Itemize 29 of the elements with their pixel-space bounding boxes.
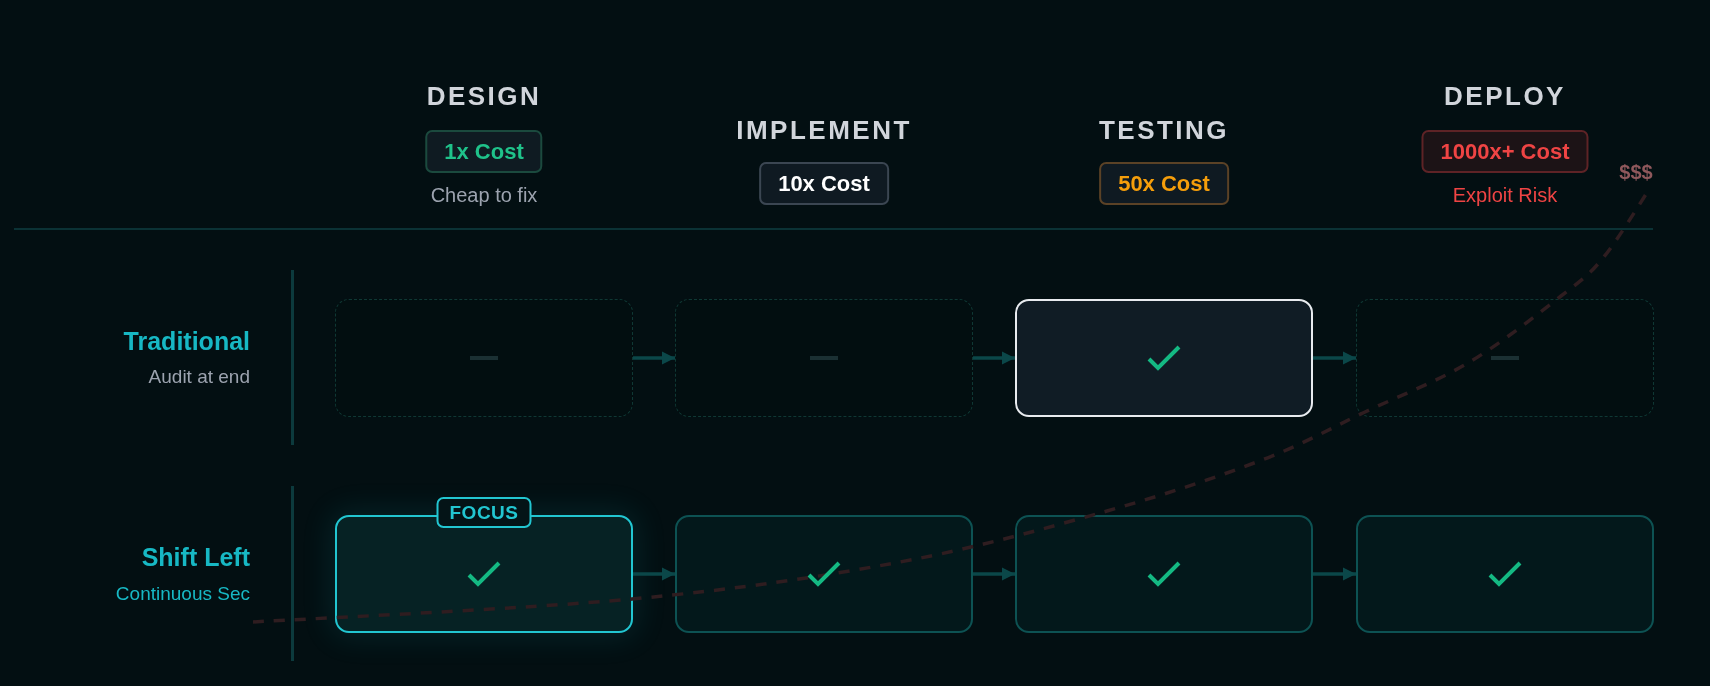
arrow <box>973 351 1015 365</box>
stage-card <box>1015 299 1313 417</box>
column-heading: DEPLOY <box>1444 81 1566 111</box>
focus-tag: FOCUS <box>436 497 532 528</box>
cost-badge: 50x Cost <box>1099 162 1229 205</box>
stage-card <box>675 515 973 633</box>
arrow <box>633 567 675 581</box>
row-title: Traditional <box>123 326 250 356</box>
stage-card <box>335 299 633 417</box>
arrow <box>633 351 675 365</box>
stage-card <box>1015 515 1313 633</box>
column-heading: DESIGN <box>426 81 542 111</box>
arrow <box>1313 351 1356 365</box>
stage-card <box>1356 515 1654 633</box>
arrow <box>1313 567 1356 581</box>
column-heading: IMPLEMENT <box>736 115 912 145</box>
cost-badge: 1000x+ Cost <box>1421 130 1589 173</box>
row-subtitle: Audit at end <box>148 365 250 389</box>
row-title: Shift Left <box>141 542 250 572</box>
stage-card <box>675 299 973 417</box>
cost-note: Exploit Risk <box>1452 183 1558 207</box>
column-heading: TESTING <box>1098 115 1230 145</box>
arrow <box>973 567 1015 581</box>
curve-label: $$$ <box>1619 161 1653 183</box>
stage-card <box>1356 299 1654 417</box>
cost-note: Cheap to fix <box>430 183 538 207</box>
cost-badge: 10x Cost <box>759 162 889 205</box>
row-subtitle: Continuous Sec <box>115 582 250 606</box>
cost-badge: 1x Cost <box>425 130 543 173</box>
